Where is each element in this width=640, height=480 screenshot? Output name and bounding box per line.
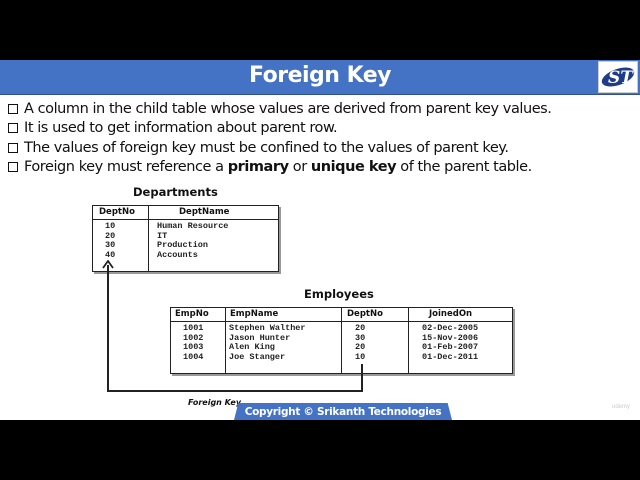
column-divider [341,308,342,373]
table-cell: 40 [105,249,116,260]
table-header [93,206,278,220]
checkbox-bullet-icon [8,103,18,114]
bullet-text: The values of foreign key must be confin… [24,140,509,156]
bullet-list: A column in the child table whose values… [8,99,552,178]
column-divider [408,308,409,373]
st-logo-icon: ST [598,61,638,93]
column-header: JoinedOn [429,309,473,319]
table-cell: 30 [105,240,116,250]
bullet-text: It is used to get information about pare… [24,120,338,137]
arrow-line [107,265,109,391]
bullet-text-part: Foreign key must reference a [24,159,228,176]
table-cell: Accounts [157,249,198,260]
column-header: EmpNo [175,309,209,319]
table-cell: 10 [355,351,366,362]
bullet-text-part: It is used to get information about pare… [24,120,338,137]
column-header: EmpName [230,309,279,319]
departments-title: Departments [133,185,218,199]
column-divider [148,206,149,271]
table-cell: Production [157,240,209,250]
bullet-item: The values of foreign key must be confin… [8,138,551,158]
column-header: DeptName [179,207,230,217]
column-divider [225,308,226,373]
udemy-watermark: udemy [612,404,631,410]
table-cell: Stephen Walther [229,323,306,333]
table-cell: Alen King [229,342,275,352]
table-cell: 10 [105,221,116,231]
table-cell: 20 [355,323,366,333]
checkbox-bullet-icon [8,142,18,153]
table-cell: Jason Hunter [229,332,291,343]
bullet-text: Foreign key must reference a primary or … [24,159,532,175]
bullet-text: A column in the child table whose values… [24,100,552,117]
table-cell: 1003 [183,342,204,352]
column-header: DeptNo [347,309,383,319]
slide: Foreign Key ST A column in the child tab… [0,60,640,420]
foreign-key-label: Foreign Key [188,398,242,407]
bullet-text-part: A column in the child table whose values… [24,100,552,117]
bullet-text-part: or [288,159,311,176]
bullet-text-part: The values of foreign key must be confin… [24,139,509,156]
employees-table: EmpNo EmpName DeptNo JoinedOn 1001 Stephe… [170,307,513,374]
checkbox-bullet-icon [8,123,18,134]
arrow-line [361,364,363,391]
title-bar: Foreign Key ST [0,60,640,95]
bullet-item: Foreign key must reference a primary or … [8,158,551,178]
table-cell: 01-Dec-2011 [422,351,479,362]
checkbox-bullet-icon [8,162,18,173]
slide-title: Foreign Key [248,63,392,88]
table-cell: 02-Dec-2005 [422,323,479,333]
table-cell: Joe Stanger [229,351,286,362]
table-cell: 15-Nov-2006 [422,332,479,343]
table-cell: 1002 [183,332,204,343]
bullet-text-part: of the parent table. [396,159,532,176]
bold-term: primary [227,159,289,176]
copyright-banner: Copyright © Srikanth Technologies [234,403,452,420]
column-header: DeptNo [99,207,135,217]
table-cell: 01-Feb-2007 [422,342,479,352]
bold-term: unique key [310,159,397,176]
table-cell: Human Resource [157,221,229,231]
bullet-item: A column in the child table whose values… [8,99,552,119]
svg-text:ST: ST [608,68,634,88]
departments-table: DeptNo DeptName 10 Human Resource 20 IT 30 Pr… [92,205,279,272]
table-cell: 30 [355,332,366,343]
bullet-item: It is used to get information about pare… [8,119,551,139]
employees-title: Employees [304,287,374,301]
arrow-up-icon [102,260,114,269]
table-cell: 20 [355,342,366,352]
table-cell: 1004 [183,351,204,362]
arrow-line [107,390,363,392]
table-cell: IT [157,230,168,241]
table-cell: 1001 [183,323,204,333]
table-cell: 20 [105,230,116,241]
